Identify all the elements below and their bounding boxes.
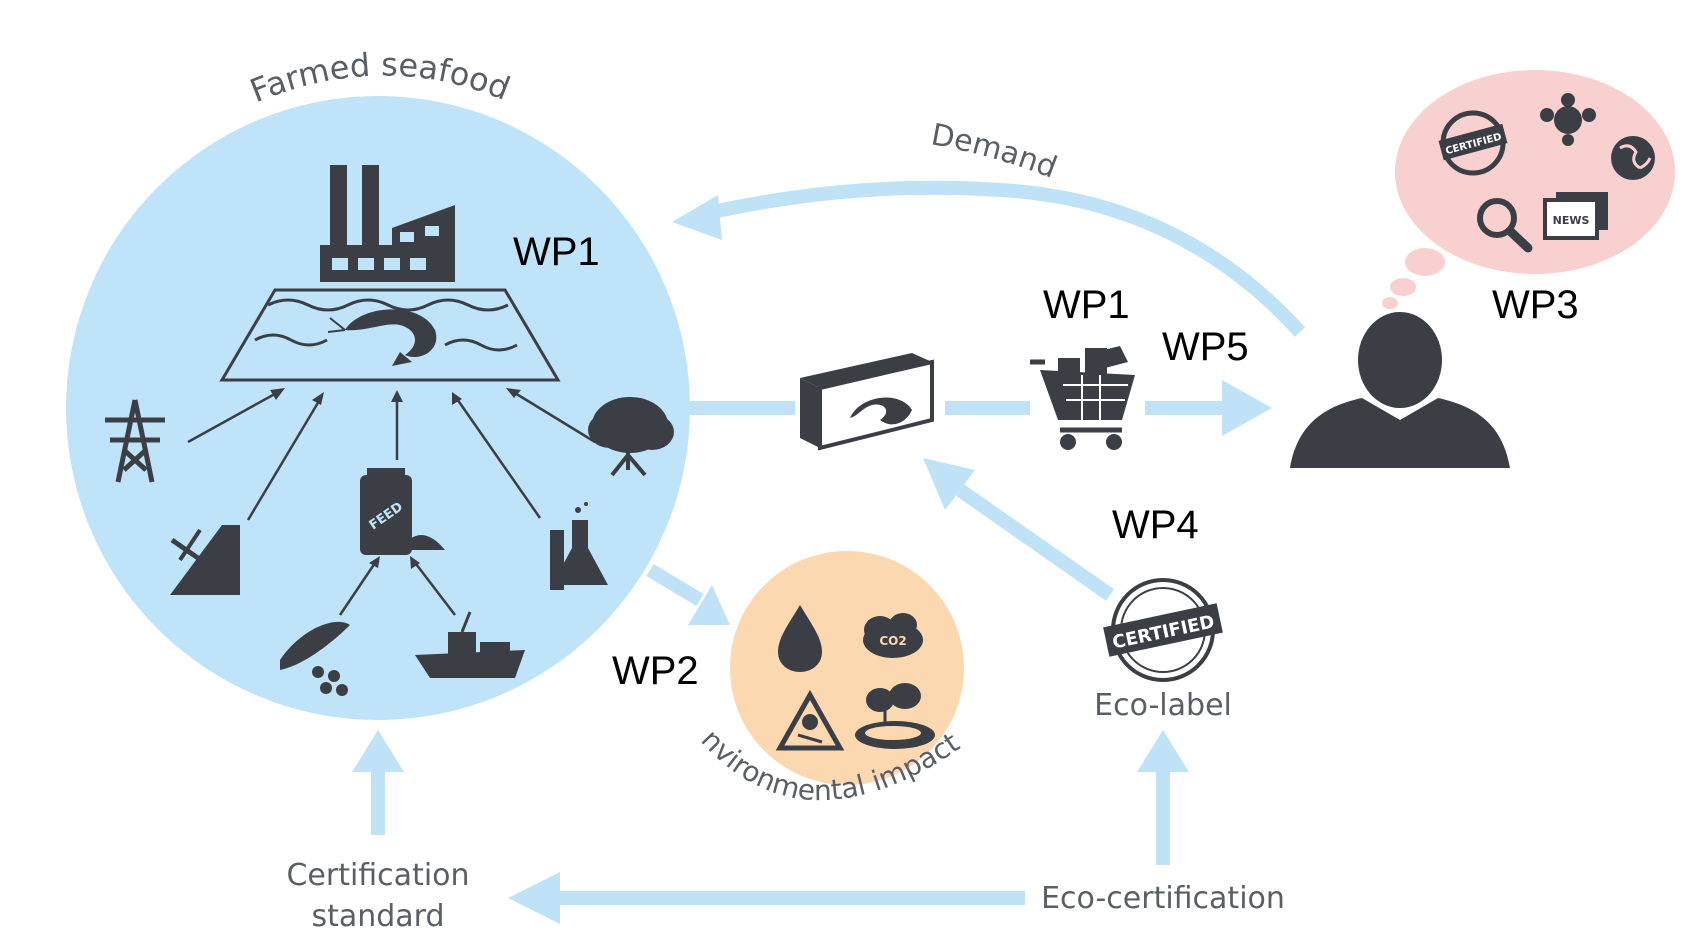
flow-arrows — [371, 180, 1306, 905]
wp1-retail-tag: WP1 — [1043, 283, 1130, 327]
co2-cloud-icon: CO2 — [863, 613, 923, 658]
farm-to-impacts-arrow — [646, 563, 704, 607]
water-drop-icon — [778, 605, 822, 672]
factory-windows — [332, 226, 439, 270]
network-icon — [1540, 93, 1596, 146]
seafood-box-icon — [800, 353, 934, 451]
eco-label-stamp-icon: CERTIFIED — [1103, 578, 1223, 682]
demand-label: Demand — [928, 117, 1061, 185]
globe-icon — [1611, 136, 1655, 180]
eco-certification-label: Eco-certification — [1041, 881, 1285, 916]
power-pylon-icon — [105, 399, 165, 483]
mangrove-tree-icon — [588, 397, 674, 477]
polluted-landscape-icon — [855, 683, 935, 749]
wp5-tag: WP5 — [1162, 325, 1249, 369]
svg-text:NEWS: NEWS — [1553, 214, 1590, 227]
cart-grid — [1063, 375, 1128, 420]
wp4-tag: WP4 — [1112, 503, 1199, 547]
lab-flask-icon — [550, 502, 608, 590]
wp2-tag: WP2 — [612, 649, 699, 693]
cart-consumer-arrowhead — [1222, 380, 1272, 436]
wp1-farm-tag: WP1 — [513, 230, 600, 274]
certification-standard-label-line1: Certification — [286, 858, 469, 893]
input-arrows — [187, 388, 596, 616]
fishing-boat-icon — [415, 611, 525, 678]
standard-arrowhead — [508, 872, 560, 924]
eco-label-label: Eco-label — [1094, 688, 1232, 723]
ecolabel-up-arrowhead — [1137, 730, 1189, 772]
shrimp-icon — [327, 309, 437, 366]
wp3-tag: WP3 — [1492, 283, 1579, 327]
ecolabel-box-arrowhead — [923, 458, 975, 510]
shopping-cart-icon — [1030, 346, 1135, 450]
consumer-icon — [1290, 312, 1510, 468]
ecolabel-to-box-arrow — [955, 484, 1115, 601]
farm-up-arrowhead — [352, 730, 404, 772]
toxic-warning-icon — [775, 689, 845, 751]
shrimp-pond-icon — [219, 288, 561, 382]
magnifier-icon — [1477, 198, 1533, 253]
certification-standard-label-line2: standard — [311, 899, 444, 934]
feed-bag-icon: FEED — [360, 468, 445, 555]
demand-arrow — [698, 180, 1306, 337]
input-arrowheads — [270, 388, 521, 569]
arrow-heads — [352, 195, 1272, 924]
mining-icon — [170, 525, 240, 595]
news-icon: NEWS — [1543, 192, 1608, 240]
impacts-arrowhead — [688, 585, 730, 625]
pea-pod-icon — [280, 621, 350, 696]
svg-text:CO2: CO2 — [879, 634, 906, 648]
demand-arrowhead — [672, 195, 722, 240]
thought-bubble — [1382, 70, 1675, 309]
